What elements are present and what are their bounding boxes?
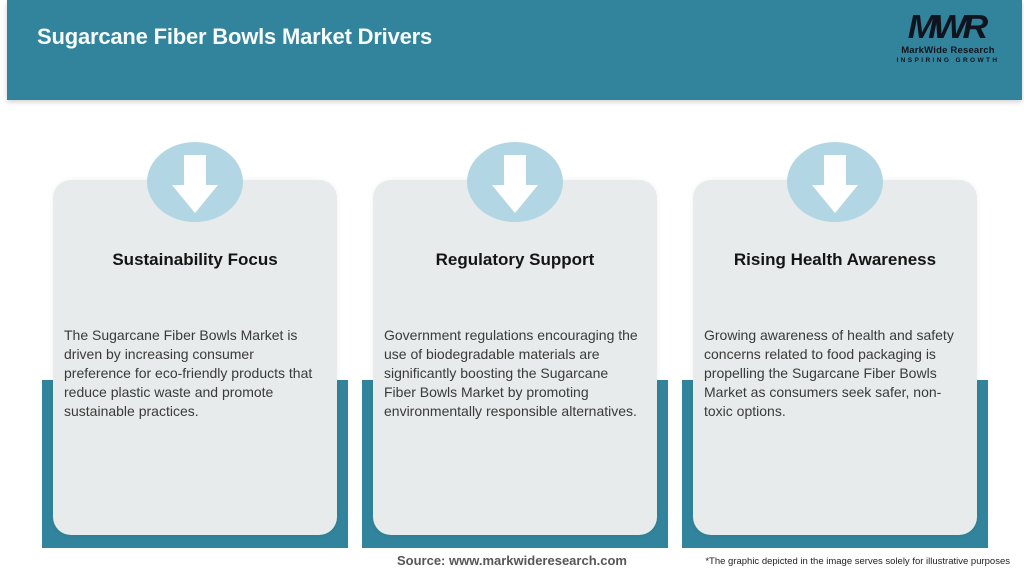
down-arrow-icon (172, 155, 218, 213)
card-title: Regulatory Support (435, 250, 595, 269)
header-bar: Sugarcane Fiber Bowls Market Drivers MWR… (7, 0, 1022, 100)
down-arrow-icon (812, 155, 858, 213)
driver-card-health: Rising Health Awareness Growing awarenes… (693, 180, 977, 535)
card-title: Sustainability Focus (112, 250, 278, 269)
driver-card-regulatory: Regulatory Support Government regulation… (373, 180, 657, 535)
down-arrow-badge (147, 142, 243, 222)
card-description: The Sugarcane Fiber Bowls Market is driv… (64, 327, 313, 419)
card-title: Rising Health Awareness (733, 250, 937, 269)
disclaimer-text: *The graphic depicted in the image serve… (705, 556, 1010, 567)
down-arrow-badge (787, 142, 883, 222)
down-arrow-badge (467, 142, 563, 222)
page-title: Sugarcane Fiber Bowls Market Drivers (37, 24, 433, 49)
driver-card-sustainability: Sustainability Focus The Sugarcane Fiber… (53, 180, 337, 535)
markwide-logo: MWR MarkWide Research INSPIRING GROWTH (892, 10, 1004, 64)
logo-tagline: INSPIRING GROWTH (896, 56, 1000, 64)
source-text: Source: www.markwideresearch.com (396, 553, 627, 568)
card-description: Growing awareness of health and safety c… (704, 327, 954, 419)
card-description: Government regulations encouraging the u… (384, 327, 638, 419)
mwr-monogram-icon: MWR (907, 8, 988, 45)
logo-company-name: MarkWide Research (901, 45, 995, 56)
down-arrow-icon (492, 155, 538, 213)
